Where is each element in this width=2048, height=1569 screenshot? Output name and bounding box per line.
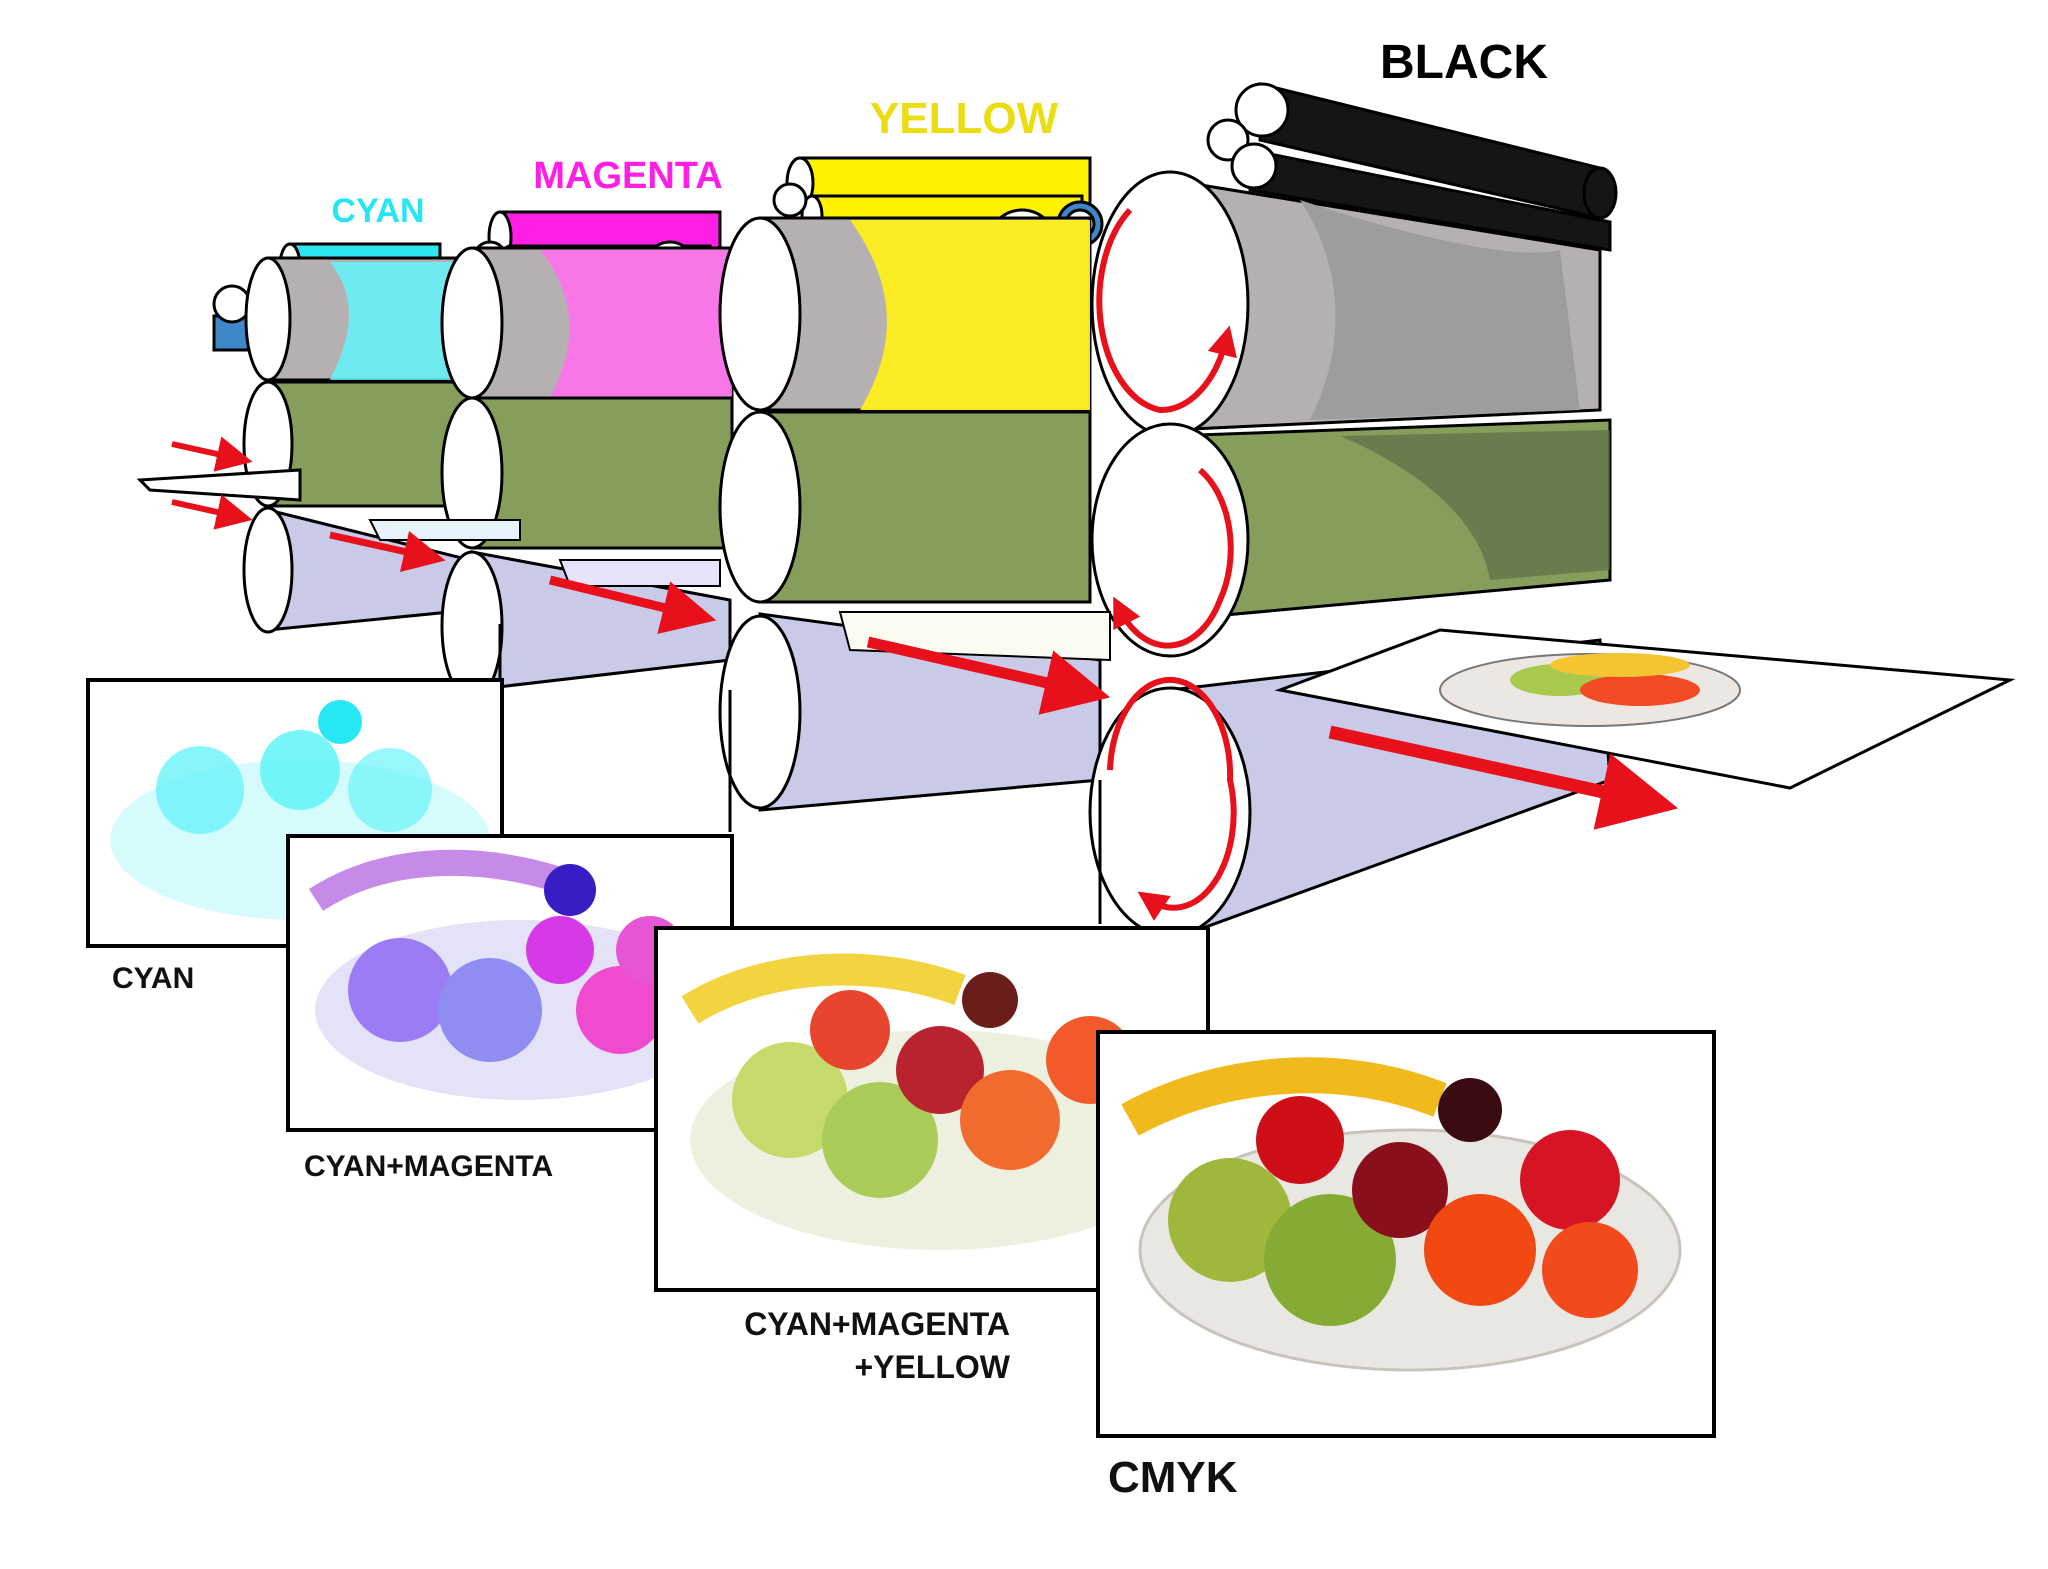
impression-cylinder-cyan xyxy=(242,506,472,634)
orange-cmyk xyxy=(1424,1194,1536,1306)
banana-cm xyxy=(308,849,564,911)
stage-caption-cmyk: CMYK xyxy=(1108,1453,1238,1502)
printing-unit-black xyxy=(1088,82,1618,943)
impression-cylinder-magenta xyxy=(440,550,732,702)
fruit-cyan xyxy=(318,700,362,744)
fruit-cmyk xyxy=(1438,1078,1502,1142)
plate-cylinder-yellow xyxy=(718,216,1092,412)
stage-caption-cm: CYAN+MAGENTA xyxy=(304,1150,553,1183)
banana-cmyk xyxy=(1121,1057,1447,1136)
sheet-after-magenta xyxy=(558,559,721,587)
apple-cmy xyxy=(732,1042,848,1158)
banana-cmy xyxy=(681,953,966,1024)
fruit-cm xyxy=(544,864,596,916)
unit-label-black: BLACK xyxy=(1380,36,1548,89)
unit-label-magenta: MAGENTA xyxy=(533,155,722,197)
rotation-arrow-impression xyxy=(1107,676,1237,921)
paper-direction-arrows xyxy=(171,436,1679,830)
stage-caption-cmy-line1: CYAN+MAGENTA xyxy=(744,1306,1010,1342)
feed-arrow-bottom xyxy=(171,494,253,530)
fruit-cm xyxy=(526,916,594,984)
ink-rollers-black xyxy=(1206,82,1618,252)
fruit-cmyk xyxy=(1520,1130,1620,1230)
fruit-cm xyxy=(348,938,452,1042)
rotation-arrow-blanket xyxy=(1113,467,1234,649)
fruit-cyan xyxy=(156,746,244,834)
blanket-cylinder-yellow xyxy=(718,410,1092,604)
unit-label-yellow: YELLOW xyxy=(870,94,1059,143)
plate-cylinder-magenta xyxy=(440,246,734,400)
plum-cmyk xyxy=(1352,1142,1448,1238)
unit-label-cyan: CYAN xyxy=(331,192,424,230)
rotation-arrow-plate xyxy=(1096,207,1237,414)
fruit-cmyk xyxy=(1256,1096,1344,1184)
rotation-arrows xyxy=(1096,207,1237,921)
orange-cmyk xyxy=(1542,1222,1638,1318)
stage-panels: CYAN CYAN+MAGENTA CYAN+ xyxy=(86,624,1716,1502)
stage-caption-cmy-line2: +YELLOW xyxy=(854,1349,1010,1385)
fruit-cyan xyxy=(260,730,340,810)
fruit-cm xyxy=(576,966,664,1054)
orange-cmy xyxy=(960,1070,1060,1170)
arrow-magenta-to-yellow xyxy=(548,575,717,634)
paper-feed-sheet xyxy=(136,468,302,502)
unit-labels: CYAN MAGENTA YELLOW BLACK xyxy=(331,36,1548,230)
apple-cmy xyxy=(822,1082,938,1198)
fruit-cm xyxy=(438,958,542,1062)
plate-cylinder-cyan xyxy=(244,256,460,382)
apple-cmyk xyxy=(1168,1158,1292,1282)
fruit-cmy xyxy=(810,990,890,1070)
plum-cmy xyxy=(896,1026,984,1114)
printing-unit-yellow xyxy=(718,156,1104,812)
arrow-output xyxy=(1328,725,1679,830)
sheet-after-cyan xyxy=(368,519,521,541)
fruit-cyan xyxy=(348,748,432,832)
arrow-yellow-to-black xyxy=(866,636,1111,715)
apple-cmyk xyxy=(1264,1194,1396,1326)
arrow-cyan-to-magenta xyxy=(329,530,446,572)
printed-banana xyxy=(1550,653,1690,677)
stage-caption-cyan: CYAN xyxy=(112,962,194,995)
press-units xyxy=(136,82,2016,943)
fruit-cmy xyxy=(962,972,1018,1028)
stage-panel-cmyk: CMYK xyxy=(1096,1030,1716,1502)
plate-cylinder-black xyxy=(1090,170,1602,438)
blanket-cylinder-black xyxy=(1090,418,1612,658)
printed-orange xyxy=(1580,674,1700,706)
feed-arrow-top xyxy=(171,436,253,472)
printing-unit-magenta xyxy=(440,210,734,702)
printing-unit-cyan xyxy=(212,242,500,634)
